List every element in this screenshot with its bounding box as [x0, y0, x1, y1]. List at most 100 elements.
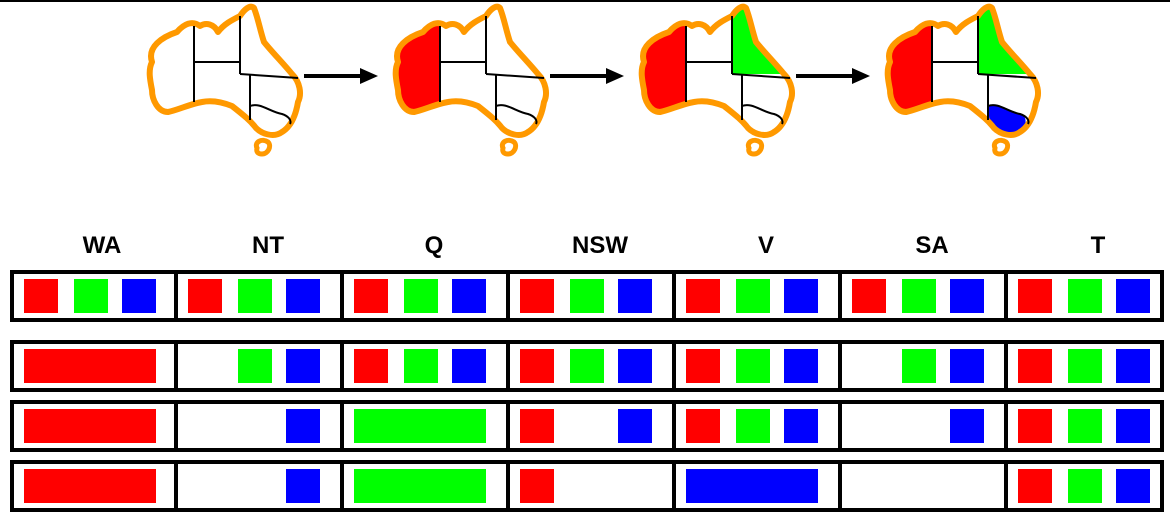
cell-v: [672, 464, 838, 508]
domain-row-4: [10, 460, 1164, 512]
region-header-row: WA NT Q NSW V SA T: [10, 228, 1160, 264]
assigned-green-bar: [354, 409, 486, 443]
header-v: V: [757, 232, 774, 259]
cell-nsw: [506, 464, 672, 508]
blue-option-square: [286, 469, 320, 503]
blue-option-square: [452, 349, 486, 383]
blue-option-square: [1116, 409, 1150, 443]
cell-t: [1004, 464, 1170, 508]
red-option-square: [520, 469, 554, 503]
cell-q: [340, 274, 506, 318]
green-option-square: [1068, 409, 1102, 443]
assigned-red-bar: [24, 409, 156, 443]
red-option-square: [1018, 409, 1052, 443]
blue-option-square: [784, 279, 818, 313]
cell-sa: [838, 404, 1004, 448]
top-rule: [0, 0, 1170, 2]
cell-sa: [838, 274, 1004, 318]
arrow-3: [796, 68, 870, 84]
red-option-square: [188, 279, 222, 313]
header-sa: SA: [915, 232, 949, 259]
green-option-square: [74, 279, 108, 313]
header-t: T: [1090, 232, 1106, 259]
green-option-square: [238, 349, 272, 383]
red-option-square: [686, 409, 720, 443]
blue-option-square: [784, 349, 818, 383]
green-option-square: [902, 349, 936, 383]
assigned-blue-bar: [686, 469, 818, 503]
map-sequence: [0, 0, 1170, 200]
domain-row-3: [10, 400, 1164, 452]
cell-v: [672, 404, 838, 448]
blue-option-square: [122, 279, 156, 313]
wa-region-red: [395, 24, 440, 112]
green-option-square: [404, 349, 438, 383]
green-option-square: [404, 279, 438, 313]
assigned-red-bar: [24, 469, 156, 503]
green-option-square: [736, 349, 770, 383]
map-step-2: [396, 7, 546, 154]
cell-wa: [14, 274, 176, 318]
red-option-square: [520, 279, 554, 313]
cell-t: [1004, 404, 1170, 448]
header-wa: WA: [82, 232, 122, 259]
cell-nt: [174, 404, 340, 448]
blue-option-square: [286, 349, 320, 383]
cell-v: [672, 274, 838, 318]
blue-option-square: [1116, 279, 1150, 313]
blue-option-square: [1116, 349, 1150, 383]
cell-nsw: [506, 274, 672, 318]
v-region-blue: [988, 105, 1026, 134]
blue-option-square: [950, 279, 984, 313]
cell-wa: [14, 404, 176, 448]
cell-t: [1004, 274, 1170, 318]
blue-option-square: [618, 349, 652, 383]
red-option-square: [24, 279, 58, 313]
cell-q: [340, 344, 506, 388]
cell-q: [340, 404, 506, 448]
green-option-square: [902, 279, 936, 313]
domain-row-2: [10, 340, 1164, 392]
red-option-square: [686, 349, 720, 383]
blue-option-square: [286, 409, 320, 443]
assigned-green-bar: [354, 469, 486, 503]
blue-option-square: [950, 349, 984, 383]
cell-nt: [174, 464, 340, 508]
green-option-square: [736, 279, 770, 313]
cell-wa: [14, 464, 176, 508]
cell-nt: [174, 274, 340, 318]
blue-option-square: [618, 279, 652, 313]
red-option-square: [1018, 279, 1052, 313]
arrow-2: [550, 68, 624, 84]
cell-nsw: [506, 344, 672, 388]
red-option-square: [1018, 349, 1052, 383]
map-step-4: [888, 7, 1038, 154]
green-option-square: [1068, 349, 1102, 383]
blue-option-square: [618, 409, 652, 443]
red-option-square: [520, 409, 554, 443]
cell-nt: [174, 344, 340, 388]
blue-option-square: [950, 409, 984, 443]
cell-v: [672, 344, 838, 388]
map-step-1: [150, 7, 300, 154]
red-option-square: [686, 279, 720, 313]
red-option-square: [354, 349, 388, 383]
cell-sa: [838, 344, 1004, 388]
cell-sa: [838, 464, 1004, 508]
arrow-1: [304, 68, 378, 84]
red-option-square: [852, 279, 886, 313]
green-option-square: [1068, 279, 1102, 313]
red-option-square: [1018, 469, 1052, 503]
green-option-square: [1068, 469, 1102, 503]
green-option-square: [736, 409, 770, 443]
red-option-square: [354, 279, 388, 313]
blue-option-square: [286, 279, 320, 313]
green-option-square: [570, 279, 604, 313]
assigned-red-bar: [24, 349, 156, 383]
red-option-square: [520, 349, 554, 383]
blue-option-square: [784, 409, 818, 443]
green-option-square: [570, 349, 604, 383]
blue-option-square: [452, 279, 486, 313]
blue-option-square: [1116, 469, 1150, 503]
map-step-3: [642, 7, 792, 154]
